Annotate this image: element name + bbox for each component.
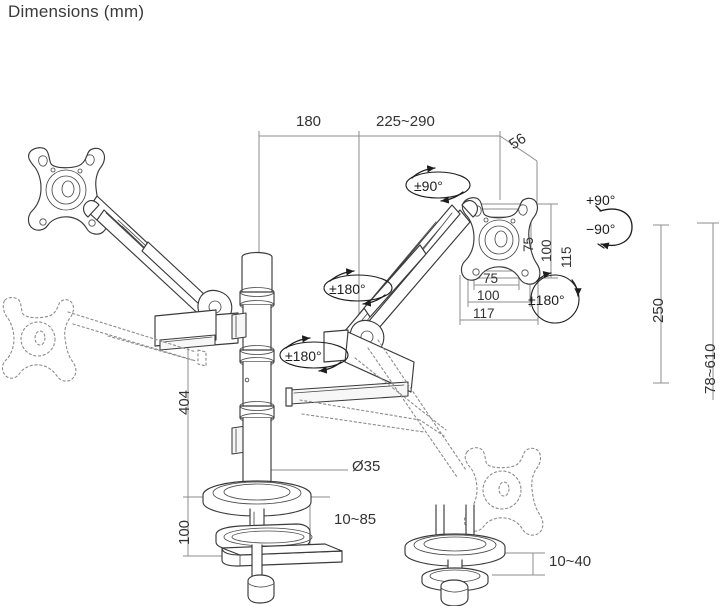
label-arm-swivel-upper: ±180°: [329, 281, 366, 297]
dim-monitor-height-range: 78~610: [702, 343, 719, 394]
vertical-travel-dimension: [653, 224, 669, 384]
right-vesa-plate: [460, 197, 541, 285]
left-phantom-position: [1, 297, 207, 382]
right-arm: [285, 199, 479, 407]
label-arm-swivel-lower: ±180°: [285, 348, 322, 364]
dim-pole-diameter: Ø35: [352, 458, 381, 475]
dim-vesa-v-100: 100: [539, 239, 554, 262]
top-dimension-chain: [258, 131, 538, 330]
dim-pole-height: 404: [176, 389, 193, 415]
dim-grommet-range: 10~40: [549, 553, 592, 570]
center-pole: [231, 251, 275, 493]
right-phantom-position: [299, 339, 544, 536]
dim-arm-reach-outer: 225~290: [376, 113, 435, 130]
left-vesa-plate: [27, 147, 108, 235]
dim-vesa-plate-width: 117: [473, 306, 495, 321]
height-range-dimension: [697, 222, 719, 400]
dim-vesa-plate-height: 115: [559, 246, 574, 268]
clamp-drop-dimension: [183, 497, 222, 557]
dim-vesa-h-100: 100: [477, 288, 500, 303]
rotation-indicators: [279, 165, 633, 374]
dim-vesa-v-75: 75: [521, 236, 536, 252]
dim-arm-vertical-travel: 250: [650, 297, 667, 323]
dim-arm-reach-inner: 180: [296, 113, 322, 130]
dim-vesa-h-75: 75: [483, 271, 499, 286]
grommet-mount-detail: [404, 504, 506, 606]
grommet-range-dimension: [492, 552, 545, 576]
dim-clamp-range: 10~85: [334, 511, 377, 528]
label-tilt-range-top: ±90°: [414, 178, 443, 194]
desk-clamp-base: [202, 480, 343, 604]
dim-clamp-drop: 100: [176, 519, 193, 545]
page-title: Dimensions (mm): [8, 2, 145, 21]
left-arm: [82, 195, 239, 351]
label-tilt-up: +90°: [586, 192, 616, 208]
label-tilt-down: −90°: [586, 221, 616, 237]
label-vesa-rotation: ±180°: [528, 292, 565, 308]
